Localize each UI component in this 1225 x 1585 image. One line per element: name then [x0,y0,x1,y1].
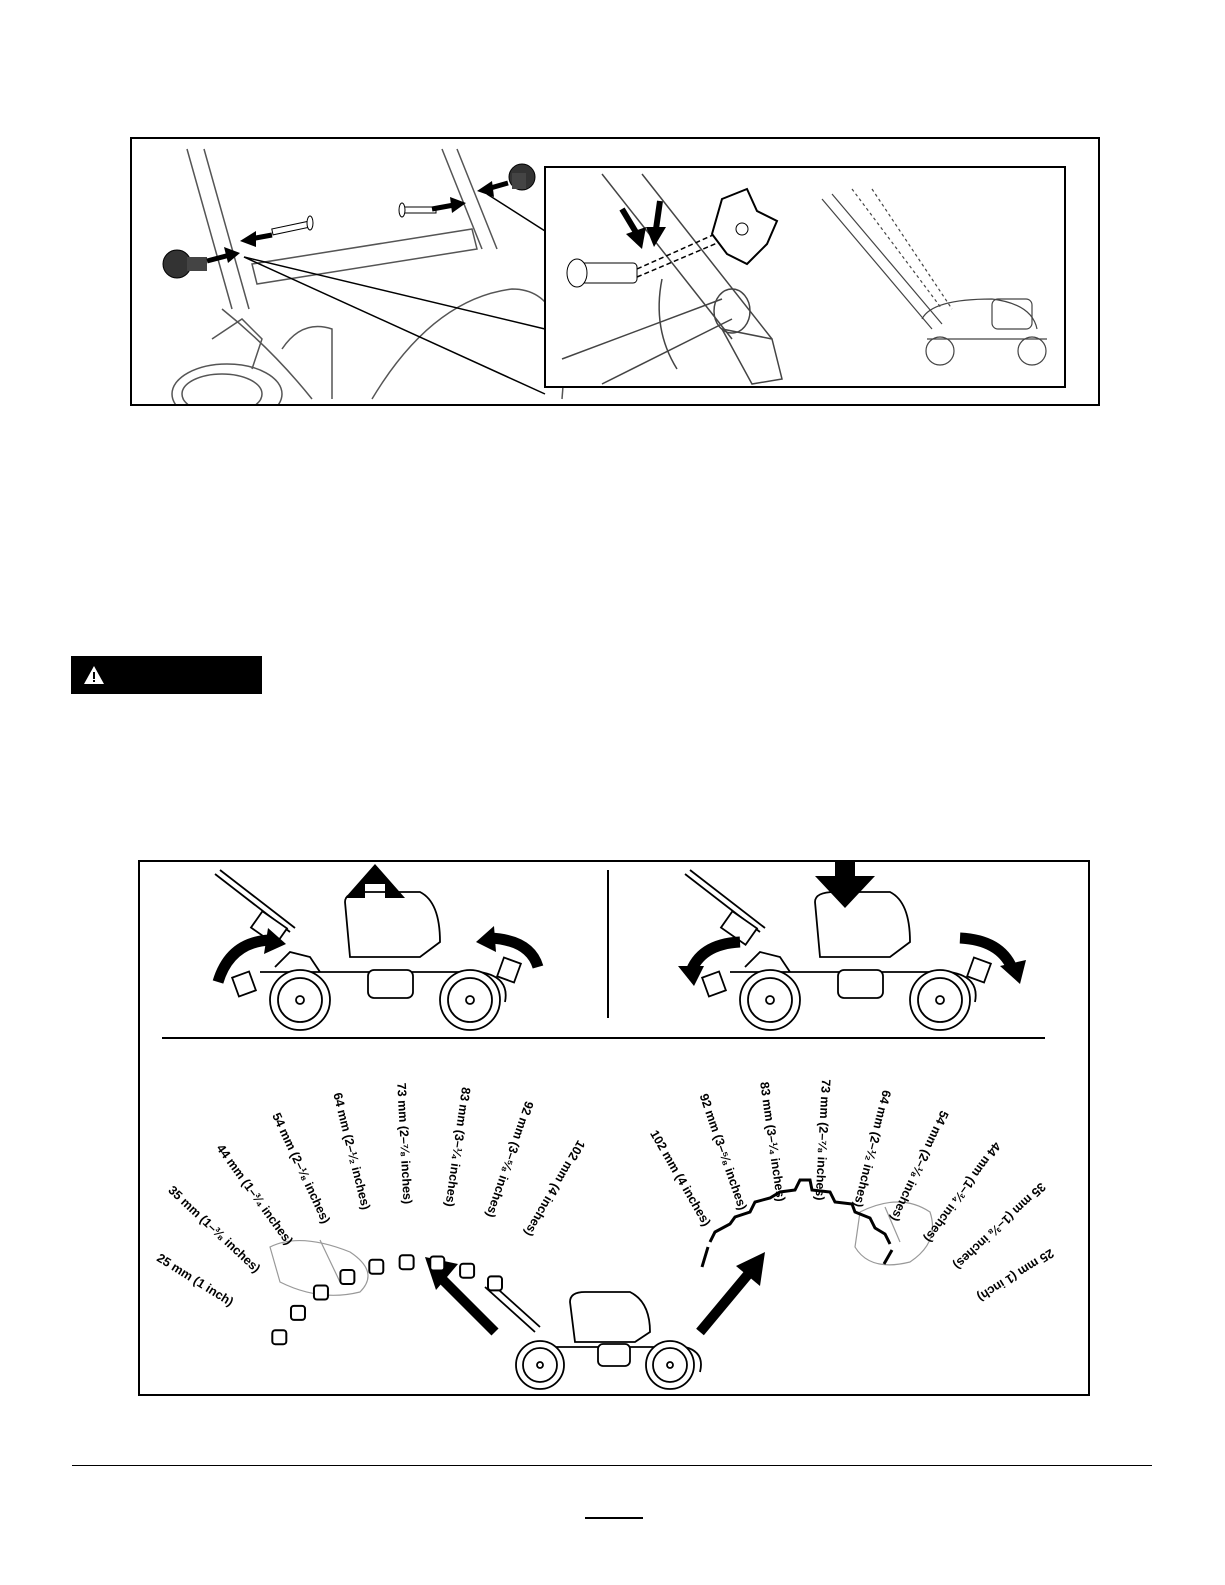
curved-arrow-right-icon [959,932,1018,971]
left-scale-notch [271,1329,288,1346]
left-scale-label: 54 mm (2–¹⁄₈ inches) [269,1111,333,1226]
warning-triangle-icon [84,666,104,684]
right-scale-label: 92 mm (3–⁵⁄₈ inches) [697,1092,750,1212]
left-scale-notch [368,1258,385,1275]
left-scale-label: 92 mm (3–⁵⁄₈ inches) [483,1099,536,1219]
right-scale-label: 102 mm (4 inches) [647,1128,713,1229]
hand-left-sketch [269,1239,369,1296]
left-scale-label: 83 mm (3–¹⁄₄ inches) [442,1086,473,1207]
arrow-up-icon [345,864,405,898]
hand-right-sketch [854,1201,934,1266]
knob-right [508,163,536,191]
mower-center-bottom [425,1252,765,1390]
left-scale-notch [312,1284,329,1301]
arrow-down-icon [815,862,875,908]
knob-left [162,249,207,279]
arrow-to-left-scale-icon [436,1273,499,1336]
handle-tube-left [186,148,233,310]
inset-mower-small [821,188,1047,366]
left-scale-notch [429,1255,446,1272]
right-scale-label: 64 mm (2–¹⁄₂ inches) [851,1089,894,1209]
left-scale-label: 25 mm (1 inch) [154,1251,236,1309]
left-scale-notch [289,1304,306,1321]
inset-star-knob [710,187,779,266]
bolt-left [271,215,314,236]
left-scale-label: 102 mm (4 inches) [521,1138,587,1239]
cutting-height-figure: 25 mm (1 inch)35 mm (1–³⁄₈ inches)44 mm … [138,860,1090,1396]
left-scale-notch [398,1254,415,1271]
curved-arrow-right-icon [489,932,544,969]
handle-assembly-figure [130,137,1100,406]
right-scale-label: 83 mm (3–¹⁄₄ inches) [757,1081,788,1202]
page-number-underline [585,1517,643,1519]
left-scale-label: 64 mm (2–¹⁄₂ inches) [330,1091,373,1211]
crossbar [251,228,478,285]
left-scale-notch [459,1262,476,1279]
handle-assembly-illustration [162,148,1066,404]
mower-raise-panel [212,864,544,1031]
cutting-height-illustration: 25 mm (1 inch)35 mm (1–³⁄₈ inches)44 mm … [154,862,1057,1390]
right-scale-label: 73 mm (2–⁷⁄₈ inches) [813,1079,833,1201]
right-height-scale-plate [708,1178,892,1245]
footer-rule [72,1465,1152,1466]
right-scale-label: 25 mm (1 inch) [975,1246,1057,1304]
left-scale-notch [339,1268,356,1285]
left-scale-label: 73 mm (2–⁷⁄₈ inches) [394,1082,414,1204]
bolt-right [398,202,437,218]
curved-arrow-left-icon [212,934,271,984]
warning-banner [71,656,262,694]
inset-bolt [566,258,638,288]
arrow-to-right-scale-icon [696,1268,754,1336]
mower-lower-panel [678,862,1026,1031]
left-scale-notch [487,1275,503,1292]
